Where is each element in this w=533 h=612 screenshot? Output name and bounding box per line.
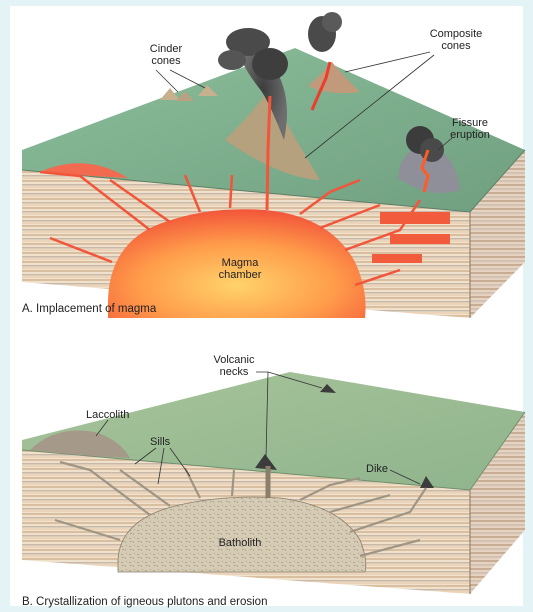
panel-a-block (22, 12, 525, 318)
label-cinder-line1: Cinder (150, 43, 183, 55)
label-fissure-line2: eruption (450, 129, 490, 141)
label-magma-line1: Magma (222, 257, 260, 269)
leader-cinder-2 (170, 70, 205, 88)
label-fissure-line1: Fissure (452, 117, 488, 129)
panel-b-block (22, 372, 525, 594)
label-magma-line2: chamber (219, 269, 262, 281)
label-dike: Dike (366, 463, 388, 475)
label-cinder-line2: cones (151, 55, 181, 67)
label-composite-line2: cones (441, 40, 471, 52)
label-necks-line1: Volcanic (214, 354, 255, 366)
label-sills: Sills (150, 436, 171, 448)
caption-panel-a: A. Implacement of magma (22, 303, 157, 315)
leader-composite-1 (345, 52, 430, 72)
leader-cinder-1 (156, 70, 178, 92)
label-laccolith: Laccolith (86, 409, 129, 421)
label-batholith: Batholith (219, 537, 262, 549)
label-necks-line2: necks (220, 366, 249, 378)
label-composite-line1: Composite (430, 28, 483, 40)
caption-panel-b: B. Crystallization of igneous plutons an… (22, 596, 267, 608)
